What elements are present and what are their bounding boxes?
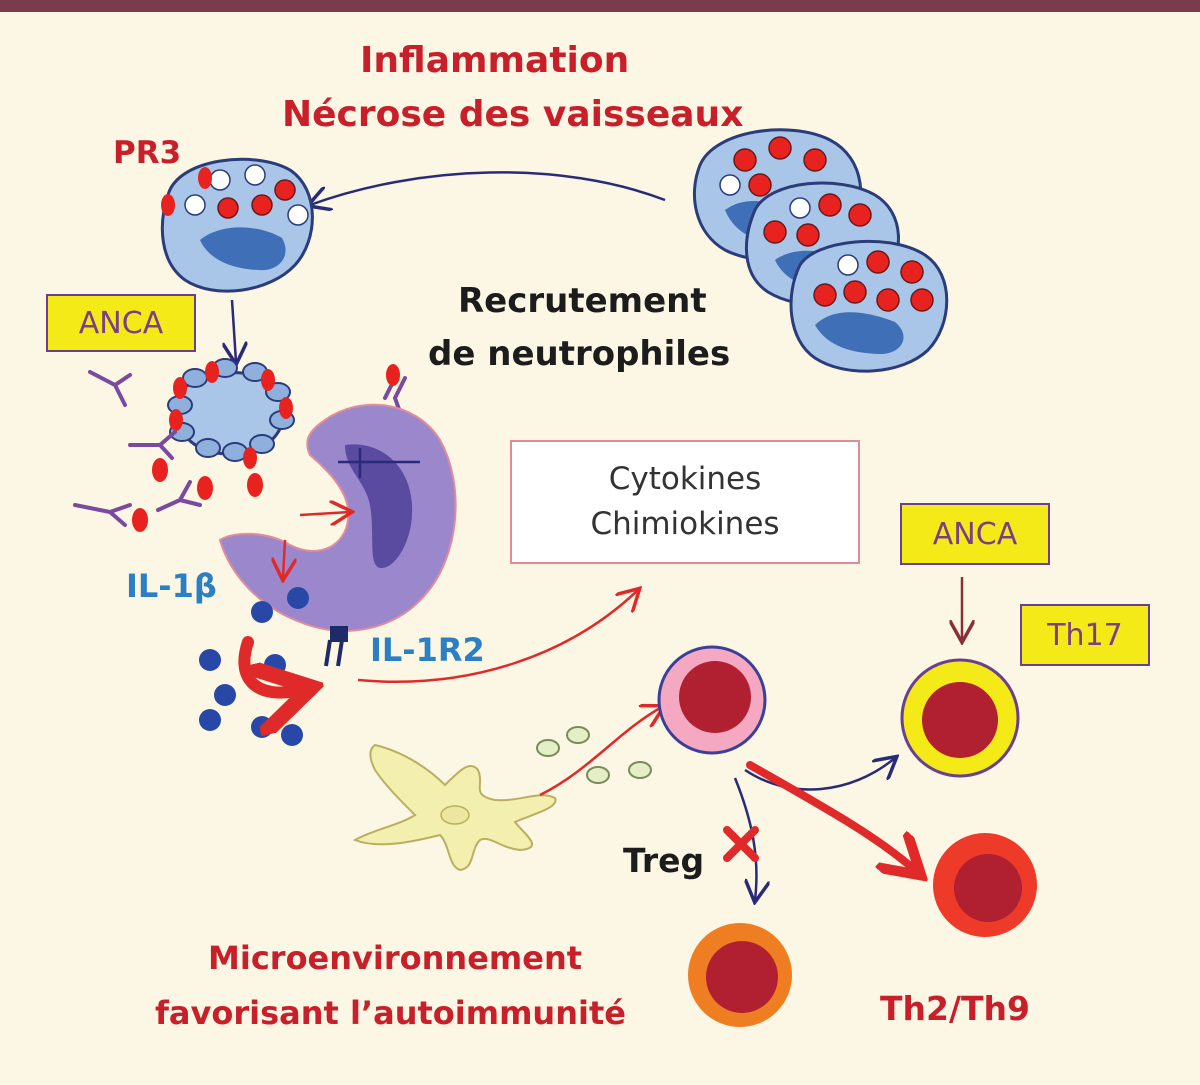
arrow-to-treg: [733, 777, 756, 900]
chimiokines-text: Chimiokines: [590, 506, 780, 542]
arrow-to-th2th9: [746, 761, 915, 870]
treg-label: Treg: [623, 841, 705, 880]
autoimmunity-title: favorisant l’autoimmunité: [155, 994, 626, 1032]
cytokines-box: Cytokines Chimiokines: [510, 440, 860, 564]
th2th9-label: Th2/Th9: [880, 989, 1030, 1028]
arrow-recruitment: [310, 171, 666, 205]
anca-bound-pr3: [386, 364, 400, 386]
recrutement-label: Recrutement: [458, 281, 707, 321]
pr3-label: PR3: [113, 135, 182, 171]
il1r2-label: IL-1R2: [370, 631, 485, 669]
arrow-to-cytokines: [357, 590, 638, 683]
arrow-dc-to-tcell: [539, 707, 662, 797]
neutrophil-front: [789, 239, 949, 373]
necrosis-title: Nécrose des vaisseaux: [282, 94, 744, 135]
th2th9-cell: [933, 833, 1037, 937]
antigen-particles: [536, 726, 652, 784]
dendritic-nucleus: [440, 805, 470, 825]
naive-t-cell: [657, 645, 767, 755]
il1b-label: IL-1β: [126, 567, 217, 605]
degranulating-neutrophil: [167, 358, 295, 469]
treg-cell: [688, 923, 792, 1027]
neutrophiles-label: de neutrophiles: [428, 334, 731, 374]
top-bar: [0, 0, 1200, 12]
th17-box: Th17: [1020, 604, 1150, 666]
treg-blocked-cross-icon: [723, 826, 759, 862]
anca-box-right: ANCA: [900, 503, 1050, 565]
neutrophil-stack: [693, 128, 949, 373]
th17-cell: [900, 658, 1020, 778]
pr3-granules: [132, 458, 263, 532]
inflammation-title: Inflammation: [360, 40, 630, 81]
arrow-degranulation: [232, 299, 236, 362]
anca-box-left: ANCA: [46, 294, 196, 352]
macrophage: [218, 403, 457, 632]
il1r2-receptor: [324, 626, 348, 667]
arrow-to-th17: [744, 758, 895, 791]
microenvironment-title: Microenvironnement: [208, 939, 583, 977]
cytokines-text: Cytokines: [608, 461, 762, 498]
il1b-curved-arrow: [238, 636, 300, 693]
pr3-neutrophil: [160, 157, 314, 293]
